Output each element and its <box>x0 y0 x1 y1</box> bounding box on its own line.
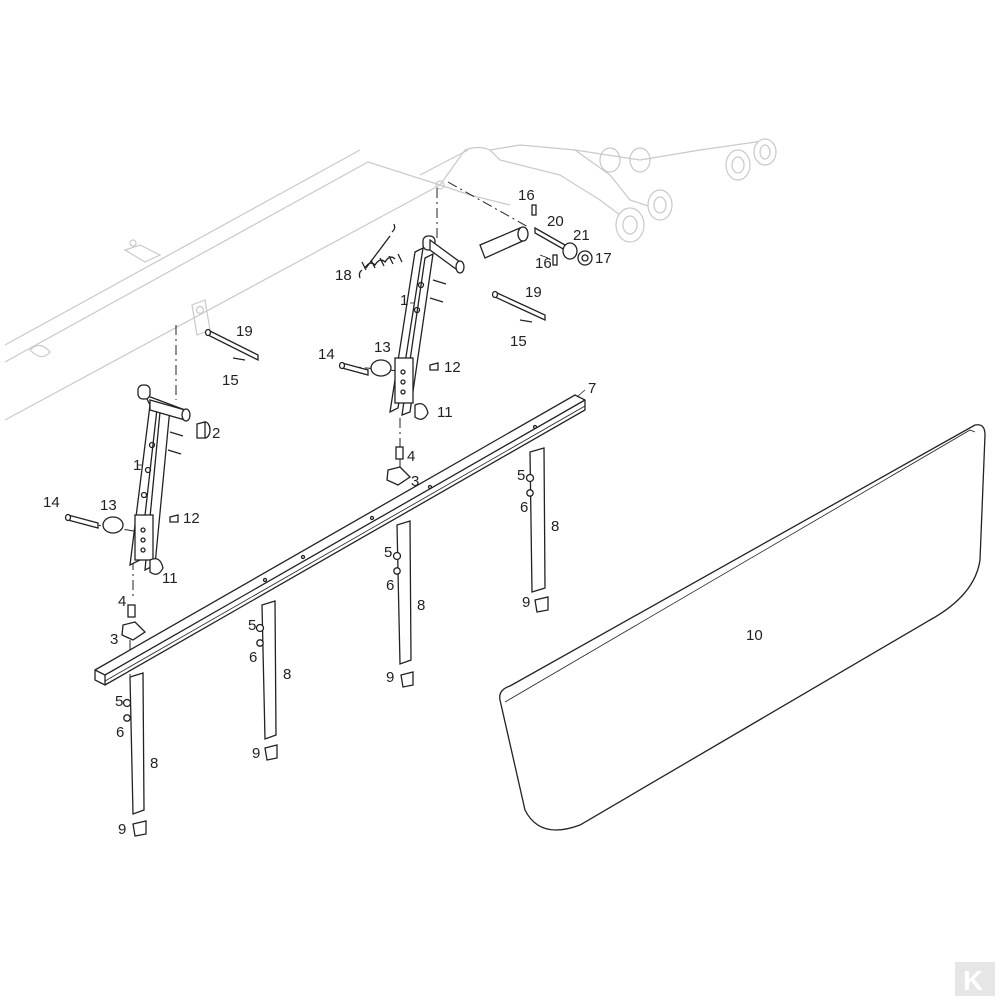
callout-16: 16 <box>535 255 552 272</box>
callout-14: 14 <box>318 346 335 363</box>
callout-9: 9 <box>386 669 394 686</box>
callout-1: 1 <box>400 292 408 309</box>
callout-8: 8 <box>150 755 158 772</box>
callout-19: 19 <box>236 323 253 340</box>
callout-11: 11 <box>162 570 178 587</box>
pins-and-rollers <box>204 204 593 362</box>
callout-7: 7 <box>588 380 596 397</box>
callout-17: 17 <box>595 250 612 267</box>
callout-4: 4 <box>407 448 415 465</box>
callout-4: 4 <box>118 593 126 610</box>
callout-20: 20 <box>547 213 564 230</box>
tension-spring <box>358 223 403 279</box>
callout-12: 12 <box>444 359 461 376</box>
callout-15: 15 <box>510 333 527 350</box>
callouts: 1 1 2 3 3 4 4 5 5 5 5 6 6 6 6 7 8 8 8 8 … <box>43 187 763 838</box>
brand-logo: K <box>955 962 995 996</box>
callout-6: 6 <box>249 649 257 666</box>
skirt-panel <box>499 424 986 831</box>
callout-12: 12 <box>183 510 200 527</box>
callout-6: 6 <box>386 577 394 594</box>
brand-logo-letter: K <box>963 965 983 996</box>
right-arm <box>389 235 465 416</box>
callout-11: 11 <box>437 404 453 421</box>
callout-6: 6 <box>520 499 528 516</box>
bushing <box>196 421 211 439</box>
left-arm-hardware <box>64 513 179 641</box>
callout-8: 8 <box>417 597 425 614</box>
callout-6: 6 <box>116 724 124 741</box>
skirt-panel-inner-edge <box>504 429 976 703</box>
callout-18: 18 <box>335 267 352 284</box>
callout-5: 5 <box>517 467 525 484</box>
callout-1: 1 <box>133 457 141 474</box>
callout-3: 3 <box>110 631 118 648</box>
callout-15: 15 <box>222 372 239 389</box>
rail-channel <box>94 394 586 686</box>
callout-5: 5 <box>115 693 123 710</box>
callout-14: 14 <box>43 494 60 511</box>
right-arm-hardware <box>338 359 439 486</box>
callout-5: 5 <box>384 544 392 561</box>
callout-10: 10 <box>746 627 763 644</box>
callout-13: 13 <box>100 497 117 514</box>
callout-13: 13 <box>374 339 391 356</box>
machine-frame-ghost <box>4 138 777 421</box>
callout-9: 9 <box>252 745 260 762</box>
callout-3: 3 <box>411 473 419 490</box>
left-arm <box>129 384 191 572</box>
leader-lines <box>137 254 586 466</box>
callout-5: 5 <box>248 617 256 634</box>
callout-19: 19 <box>525 284 542 301</box>
strip-tips <box>132 596 549 837</box>
callout-9: 9 <box>118 821 126 838</box>
callout-9: 9 <box>522 594 530 611</box>
callout-21: 21 <box>573 227 590 244</box>
callout-8: 8 <box>283 666 291 683</box>
callout-16: 16 <box>518 187 535 204</box>
callout-2: 2 <box>212 425 220 442</box>
strip-fasteners <box>122 473 535 722</box>
callout-8: 8 <box>551 518 559 535</box>
